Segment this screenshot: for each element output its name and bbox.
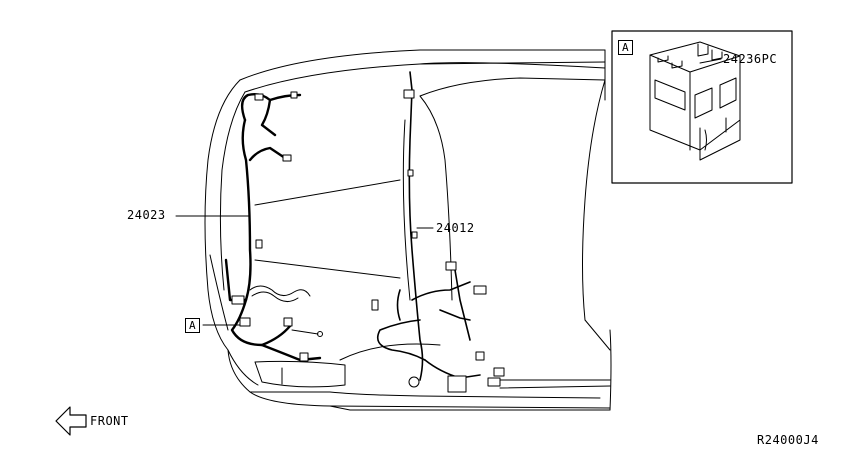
harness-connectors [231, 89, 505, 393]
callout-24023: 24023 [127, 208, 166, 222]
inset-ref-letter: A [618, 40, 633, 55]
callout-24012: 24012 [436, 221, 475, 235]
fender-harness-branch [249, 285, 323, 337]
view-marker-letter: A [185, 318, 200, 333]
front-arrow-icon [55, 406, 87, 436]
front-label: FRONT [90, 414, 129, 428]
car-body-outline [204, 49, 612, 411]
inset-box [611, 30, 793, 184]
callout-24236pc: 24236PC [723, 52, 778, 66]
diagram-code: R24000J4 [757, 433, 819, 447]
leader-lines [175, 58, 722, 326]
